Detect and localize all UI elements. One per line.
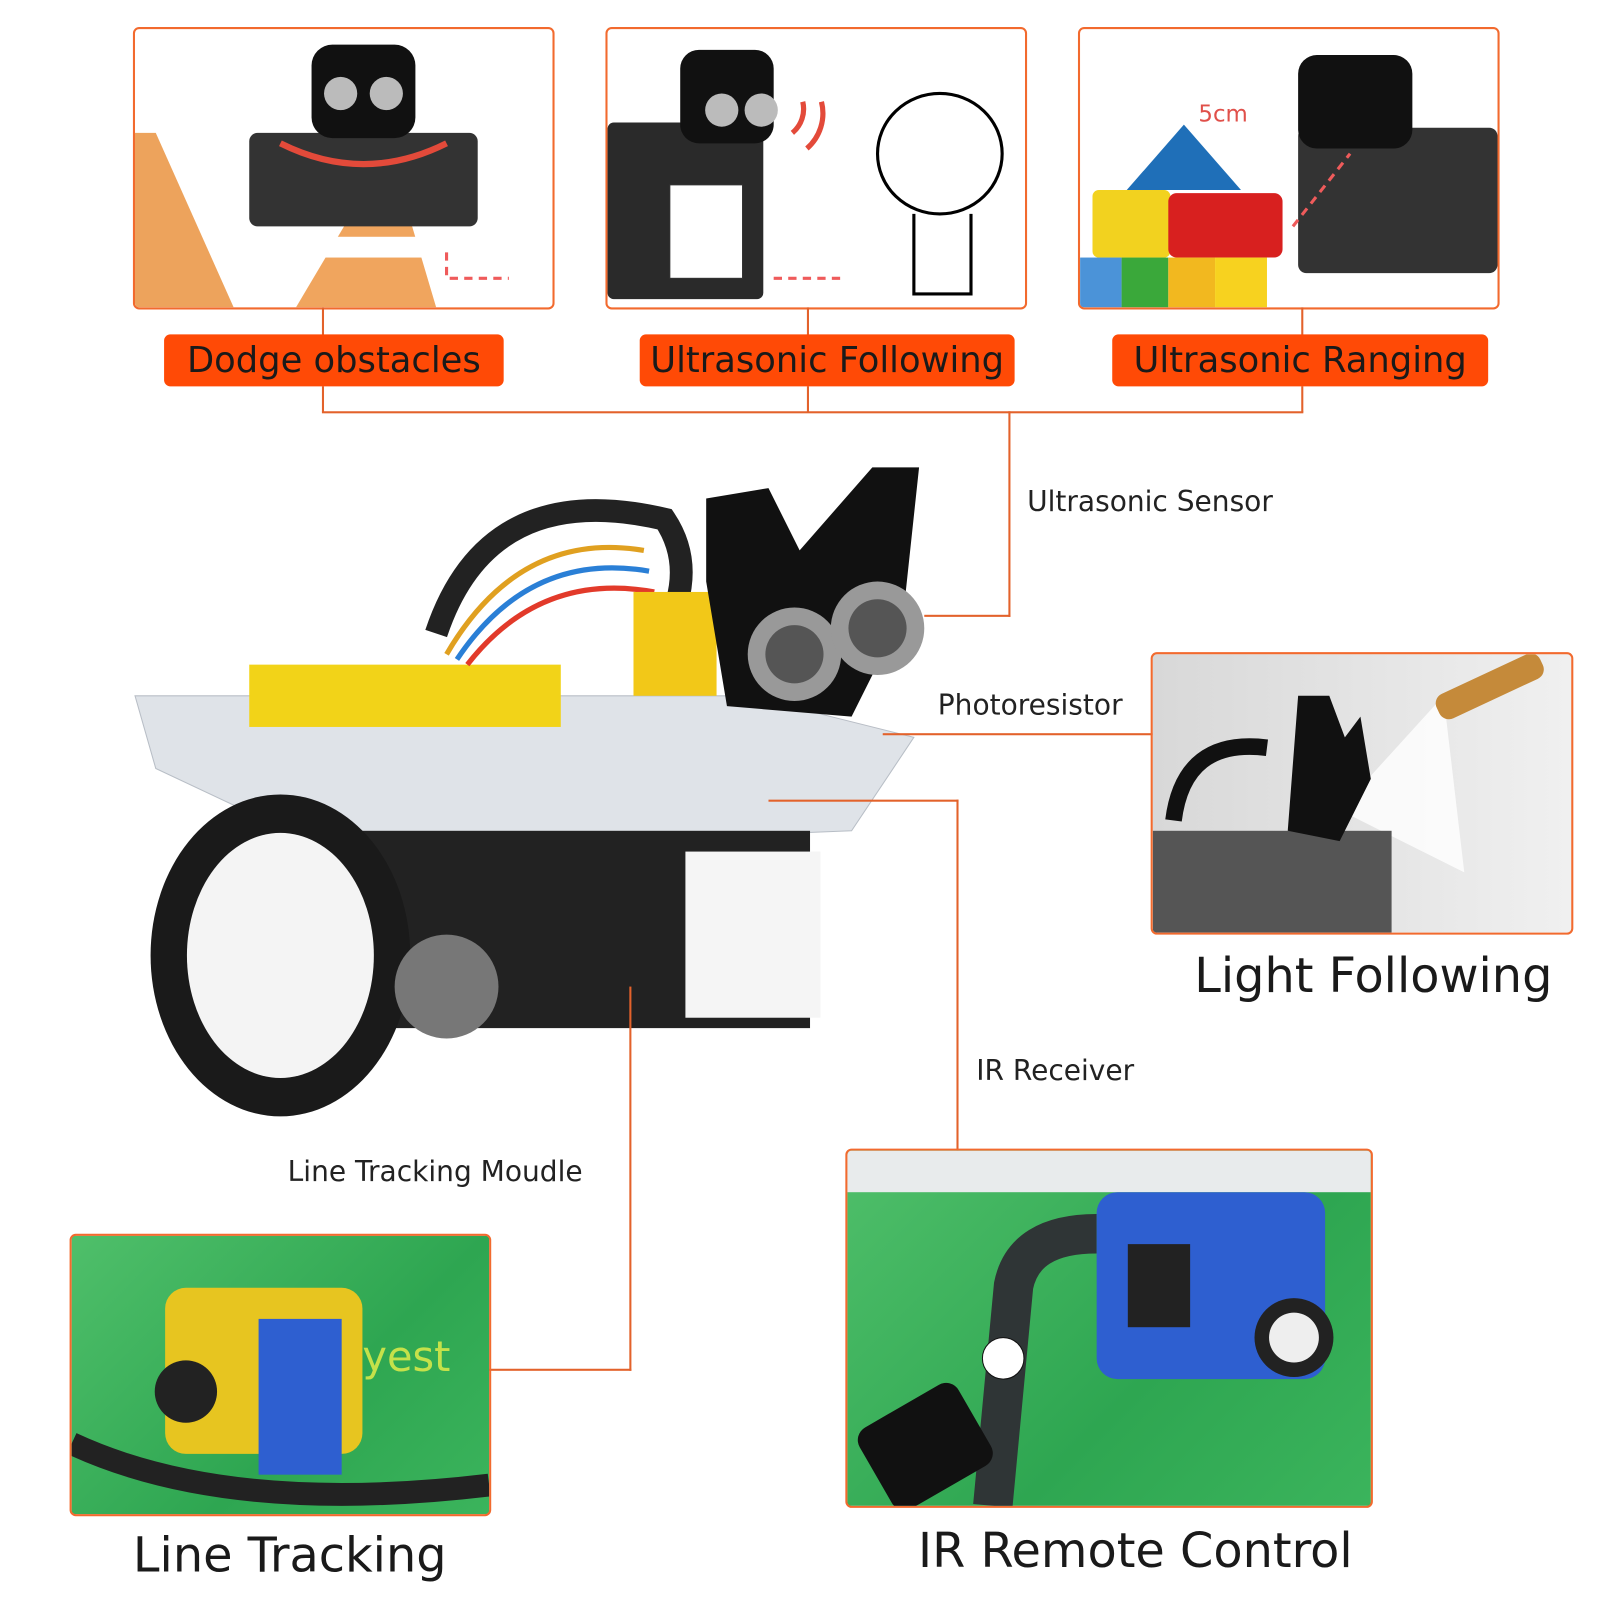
light-following-title: Light Following — [1194, 947, 1553, 1004]
ultrasonic-ranging-tag: Ultrasonic Ranging — [1112, 334, 1489, 387]
dodge-obstacles-photo — [132, 27, 555, 310]
ir-remote-control-title: IR Remote Control — [918, 1522, 1353, 1579]
robot-car-image — [134, 467, 925, 1117]
robot-blocks-illustration — [1080, 55, 1498, 308]
svg-text:yest: yest — [362, 1332, 450, 1381]
robot-flashlight-illustration — [1152, 654, 1544, 933]
light-following-photo — [1150, 652, 1574, 935]
dodge-obstacles-tag: Dodge obstacles — [164, 334, 504, 387]
ultrasonic-sensor-label: Ultrasonic Sensor — [1027, 486, 1273, 519]
ultrasonic-following-tag: Ultrasonic Following — [639, 334, 1015, 387]
robot-follow-person-illustration — [607, 49, 1004, 300]
ultrasonic-ranging-photo: 5cm — [1077, 27, 1500, 310]
robot-cones-illustration — [135, 44, 509, 308]
ir-remote-control-photo — [845, 1148, 1373, 1508]
ultrasonic-following-photo — [605, 27, 1028, 310]
ir-receiver-label: IR Receiver — [976, 1055, 1135, 1088]
photoresistor-label: Photoresistor — [937, 689, 1123, 722]
robot-track-illustration: yest — [71, 1287, 490, 1506]
ranging-distance-label: 5cm — [1198, 101, 1248, 128]
line-tracking-photo: yest — [69, 1233, 492, 1517]
line-tracking-title: Line Tracking — [132, 1526, 447, 1583]
robot-remote-football-illustration — [847, 1150, 1371, 1506]
line-tracking-module-label: Line Tracking Moudle — [287, 1155, 583, 1189]
connector-line — [321, 411, 1304, 414]
